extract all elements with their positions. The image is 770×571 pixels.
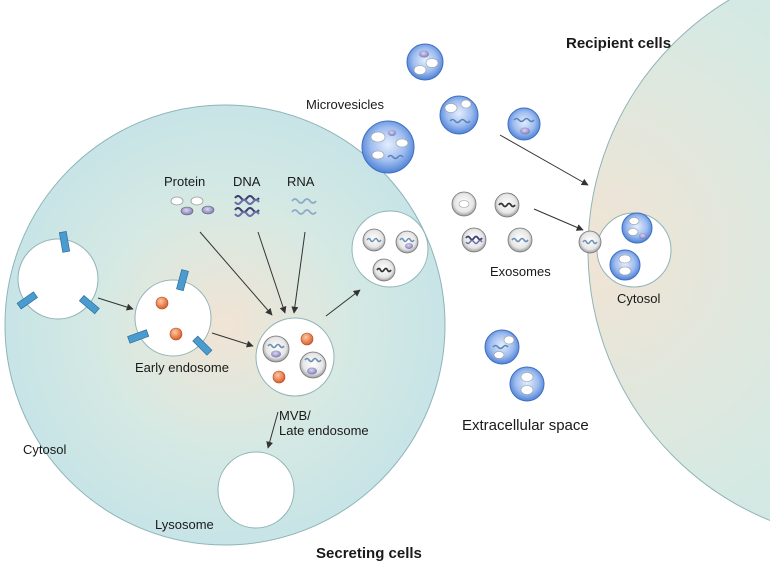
rna-label: RNA <box>287 174 315 189</box>
mvb-label-line1: MVB/ <box>279 408 311 423</box>
receptor-icon <box>78 295 100 315</box>
protein-icon <box>155 296 169 310</box>
mvb-label-line2: Late endosome <box>279 423 369 438</box>
secreting-cell <box>4 104 446 546</box>
microvesicle <box>439 95 479 135</box>
protein-icon <box>169 327 183 341</box>
lysosome <box>217 451 295 529</box>
lysosome-label: Lysosome <box>155 517 214 532</box>
early-endosome-label: Early endosome <box>135 360 229 375</box>
recipient-endosome <box>578 212 672 288</box>
exosome <box>451 191 477 217</box>
secreting-cytosol-label: Cytosol <box>23 442 67 457</box>
mvb-at-membrane <box>351 210 429 288</box>
protein-label: Protein <box>164 174 206 189</box>
receptor-icon <box>16 291 38 310</box>
protein-icon <box>300 332 314 346</box>
intraluminal-vesicle <box>299 351 327 379</box>
dna-cargo-icon <box>234 195 260 217</box>
exosome <box>461 227 487 253</box>
microvesicle <box>509 366 545 402</box>
exosome <box>507 227 533 253</box>
pathway-arrows <box>97 134 589 449</box>
microvesicle-large <box>361 120 415 174</box>
mvb-late-endosome <box>255 317 335 397</box>
rna-cargo-icon <box>291 198 317 215</box>
microvesicles-label: Microvesicles <box>306 97 385 112</box>
protein-icon <box>272 370 286 384</box>
recipient-cytosol-label: Cytosol <box>617 291 661 306</box>
intraluminal-vesicle <box>262 335 290 363</box>
receptor-icon <box>127 329 150 344</box>
secreting-cells-label: Secreting cells <box>316 545 422 562</box>
extracellular-space-label: Extracellular space <box>462 417 589 434</box>
budding-vesicle <box>16 231 100 320</box>
microvesicle <box>484 329 520 365</box>
microvesicle <box>507 107 541 141</box>
dna-label: DNA <box>233 174 261 189</box>
protein-cargo-icon <box>170 196 215 216</box>
receptor-icon <box>176 269 189 292</box>
early-endosome <box>127 269 213 357</box>
exosomes-label: Exosomes <box>490 264 551 279</box>
microvesicle <box>406 43 444 81</box>
receptor-icon <box>58 231 71 253</box>
receptor-icon <box>192 335 213 356</box>
exosome <box>494 192 520 218</box>
recipient-cells-label: Recipient cells <box>566 35 672 52</box>
